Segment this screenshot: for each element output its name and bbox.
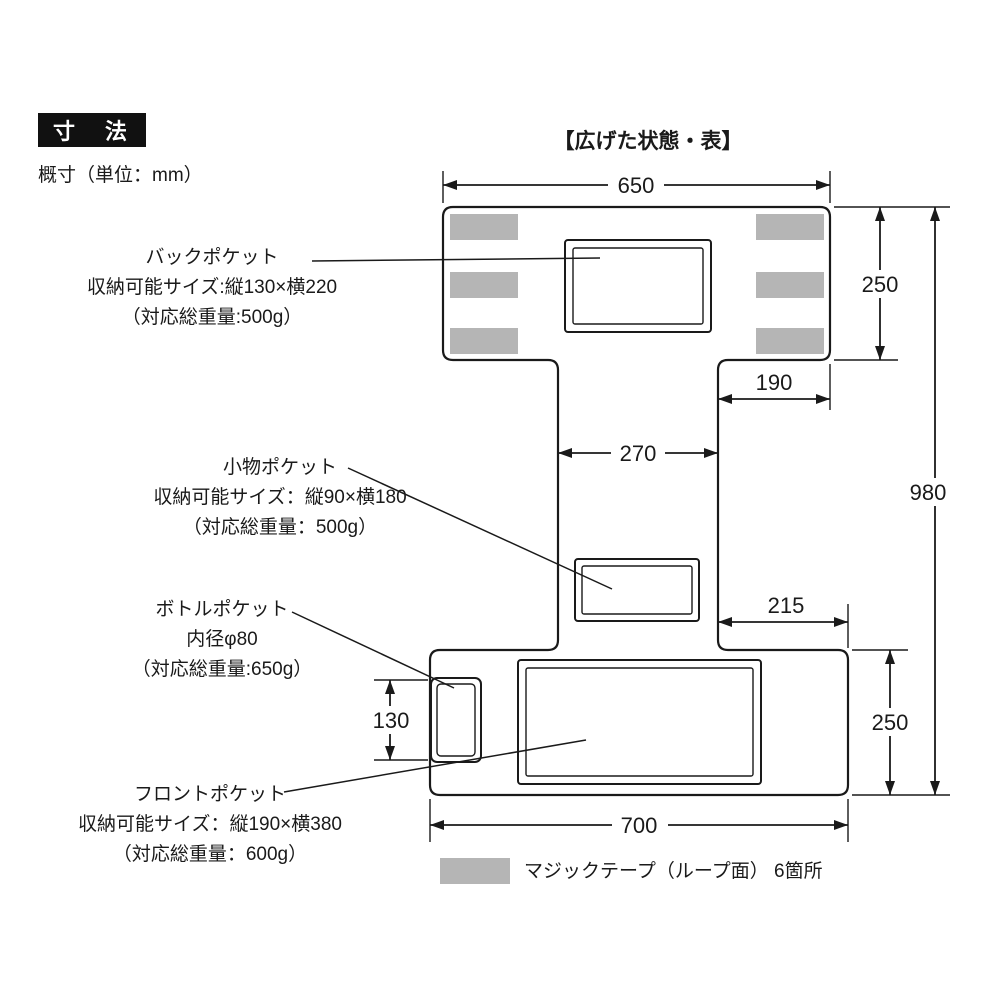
front-pocket-size: 収納可能サイズ：縦190×横380 <box>78 814 342 835</box>
dim-top-section-height-value: 250 <box>862 272 899 297</box>
dim-total-height-value: 980 <box>910 480 947 505</box>
velcro-patches <box>450 214 824 354</box>
dim-lower-right-inset-value: 215 <box>768 593 805 618</box>
dim-bottle-pocket-height: 130 <box>364 679 428 761</box>
dim-bottom-width-value: 700 <box>621 813 658 838</box>
front-pocket-name: フロントポケット <box>133 784 286 805</box>
bottle-pocket-label: ボトルポケット 内径φ80 （対応総重量:650g） <box>62 595 382 685</box>
bottle-pocket-size: 内径φ80 <box>186 629 258 650</box>
front-pocket-leader-line <box>283 739 587 793</box>
velcro-legend-label: マジックテープ（ループ面） 6箇所 <box>524 861 823 882</box>
dim-upper-right-inset-value: 190 <box>756 370 793 395</box>
front-pocket-label: フロントポケット 収納可能サイズ：縦190×横380 （対応総重量：600g） <box>50 780 370 870</box>
back-pocket-shape <box>564 239 712 333</box>
bottle-pocket-weight: （対応総重量:650g） <box>131 659 313 680</box>
small-pocket-name: 小物ポケット <box>222 457 337 478</box>
dim-upper-right-inset: 190 <box>718 364 831 410</box>
back-pocket-name: バックポケット <box>145 247 279 268</box>
small-pocket-label: 小物ポケット 収納可能サイズ：縦90×横180 （対応総重量：500g） <box>120 453 440 543</box>
unit-note: 概寸（単位：mm） <box>38 165 203 186</box>
small-pocket-leader-line <box>347 467 613 590</box>
section-title: 寸 法 <box>52 119 131 144</box>
dim-bottom-section-height-value: 250 <box>872 710 909 735</box>
dim-bottle-pocket-height-value: 130 <box>373 708 410 733</box>
dim-center-width: 270 <box>558 439 718 467</box>
dim-center-width-value: 270 <box>620 441 657 466</box>
velcro-patch <box>756 272 824 298</box>
velcro-legend-swatch <box>440 858 510 884</box>
bottle-pocket-name: ボトルポケット <box>155 599 289 620</box>
front-pocket-shape <box>517 659 762 785</box>
velcro-patch <box>756 214 824 240</box>
small-pocket-shape <box>574 558 700 622</box>
dim-total-height: 980 <box>834 206 956 796</box>
velcro-patch <box>450 328 518 354</box>
dim-lower-right-inset: 215 <box>718 593 849 648</box>
back-pocket-label: バックポケット 収納可能サイズ:縦130×横220 （対応総重量:500g） <box>52 243 372 333</box>
diagram-title: 【広げた状態・表】 <box>553 130 743 153</box>
velcro-patch <box>450 214 518 240</box>
front-pocket-weight: （対応総重量：600g） <box>112 844 308 865</box>
dim-bottom-width: 700 <box>429 799 849 842</box>
back-pocket-size: 収納可能サイズ:縦130×横220 <box>86 277 338 298</box>
dim-bottom-section-height: 250 <box>852 649 917 795</box>
dim-top-section-height: 250 <box>834 207 907 361</box>
small-pocket-size: 収納可能サイズ：縦90×横180 <box>153 487 407 508</box>
product-outline <box>428 205 850 797</box>
dim-top-width: 650 <box>442 171 831 203</box>
velcro-patch <box>450 272 518 298</box>
small-pocket-weight: （対応総重量：500g） <box>182 517 378 538</box>
section-title-box: 寸 法 <box>38 113 146 147</box>
back-pocket-weight: （対応総重量:500g） <box>121 307 303 328</box>
velcro-patch <box>756 328 824 354</box>
back-pocket-leader-line <box>311 257 601 262</box>
dim-top-width-value: 650 <box>618 173 655 198</box>
bottle-pocket-leader-line <box>291 611 455 689</box>
